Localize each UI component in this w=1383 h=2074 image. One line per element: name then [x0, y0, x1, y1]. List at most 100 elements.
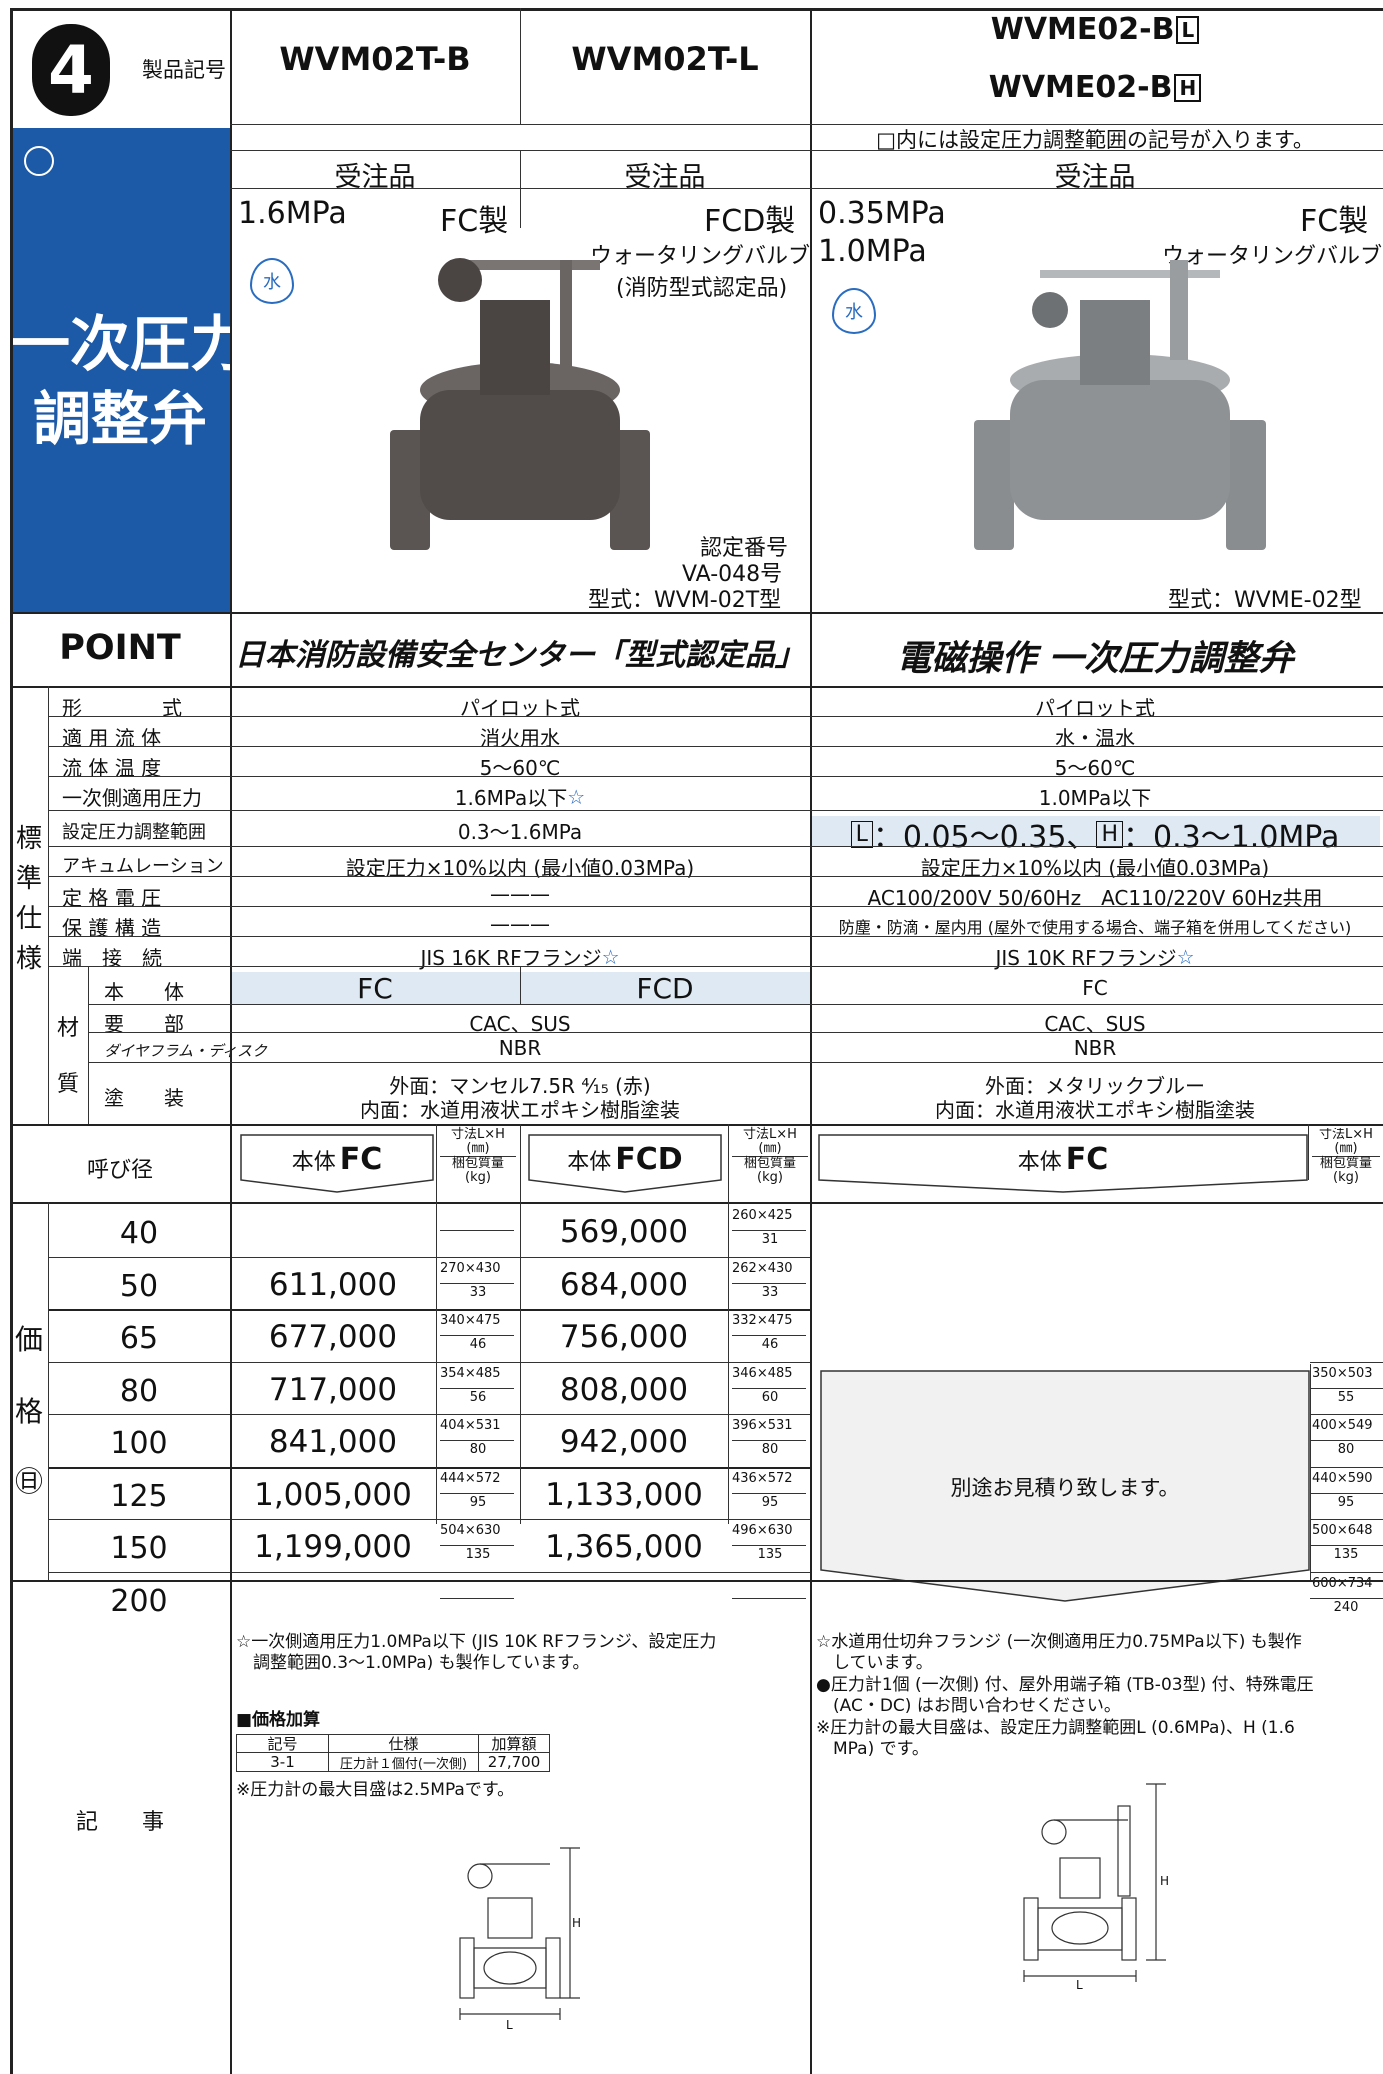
price-row-divider [48, 1519, 810, 1520]
spec-label-6: アキュムレーション [62, 856, 224, 877]
dim-right: 400×549 [1312, 1418, 1373, 1433]
spec-group-label-1: 標 [15, 824, 42, 854]
dim-split-line [732, 1493, 806, 1494]
notes-label: 記 事 [75, 1810, 164, 1835]
price-row-divider [48, 1309, 810, 1311]
paint-left-1: 外面：マンセル7.5R ⁴⁄₁₅ (赤) [389, 1074, 651, 1098]
price-fc: 677,000 [268, 1319, 398, 1355]
kg-fc: 80 [469, 1442, 487, 1457]
point-label: POINT [59, 628, 181, 668]
paint-right-1: 外面：メタリックブルー [985, 1074, 1205, 1098]
kg-right: 80 [1337, 1442, 1355, 1457]
dim-split-line [440, 1283, 514, 1284]
price-fc: 611,000 [268, 1267, 398, 1303]
dim-split-line [732, 1230, 806, 1231]
kg-fcd: 80 [761, 1442, 779, 1457]
dim-split-line [440, 1335, 514, 1336]
dim-fcd: 396×531 [732, 1418, 793, 1433]
dim-fcd: 346×485 [732, 1366, 793, 1381]
point-left: 日本消防設備安全センター「型式認定品」 [235, 638, 805, 673]
price-row-divider [48, 1467, 810, 1469]
spec-label-4: 一次側適用圧力 [62, 786, 202, 810]
dim-split-line [732, 1388, 806, 1389]
sidebar-title-2: 調整弁 [32, 385, 207, 453]
order-label-c: 受注品 [1054, 162, 1136, 193]
material-group-label-2: 質 [56, 1072, 79, 1097]
dim-split-line [440, 1545, 514, 1546]
dimension-drawing-right: H L [1010, 1778, 1190, 1992]
kg-fc: 135 [465, 1547, 491, 1562]
spec-right-4: 1.0MPa以下 [1038, 786, 1152, 810]
product-code-label: 製品記号 [142, 58, 226, 82]
price-fc: 1,199,000 [254, 1529, 412, 1565]
water-badge-right-icon: 水 [832, 288, 876, 334]
cert-number: VA-048号 [682, 562, 783, 587]
dim-split-line [732, 1545, 806, 1546]
dim-split-line [440, 1230, 514, 1231]
dim-fc: 444×572 [440, 1471, 501, 1486]
pressure-right-1: 0.35MPa [818, 196, 946, 231]
material-body-fcd: FCD [636, 972, 694, 1005]
dim-fc: 504×630 [440, 1523, 501, 1538]
dim-split-line [440, 1493, 514, 1494]
spec-left-7: ——— [490, 882, 550, 906]
order-label-b: 受注品 [624, 162, 706, 193]
model-right: 型式：WVME-02型 [1168, 588, 1362, 613]
cert-label: 認定番号 [700, 536, 789, 561]
dim-row-line [1310, 1572, 1383, 1573]
price-fc: 841,000 [268, 1424, 398, 1460]
dim-split-line [732, 1283, 806, 1284]
kg-fc: 56 [469, 1390, 487, 1405]
body-material-highlight [232, 972, 810, 1004]
price-fcd: 1,365,000 [545, 1529, 703, 1565]
dim-split-line [732, 1598, 806, 1599]
header-note-c: □内には設定圧力調整範囲の記号が入ります。 [876, 128, 1314, 152]
dim-right: 350×503 [1312, 1366, 1373, 1381]
price-row-divider [48, 1362, 810, 1363]
price-fcd: 684,000 [559, 1267, 689, 1303]
nominal-size: 40 [119, 1216, 159, 1251]
dim-fc: 404×531 [440, 1418, 501, 1433]
material-label-body: 本 体 [104, 980, 184, 1004]
dim-fc: 354×485 [440, 1366, 501, 1381]
dim-fcd: 436×572 [732, 1471, 793, 1486]
sidebar-title-1: 一次圧力 [10, 310, 250, 380]
dim-split-line [1310, 1440, 1383, 1441]
kg-fcd: 46 [761, 1337, 779, 1352]
chapter-number: 4 [32, 24, 110, 116]
number-badge-area: 4 製品記号 [10, 10, 230, 128]
dim-split-line [1310, 1493, 1383, 1494]
product-type-left-2: (消防型式認定品) [616, 276, 788, 301]
dim-head-fc: 寸法L×H(㎜)梱包質量(kg) [440, 1128, 516, 1185]
nominal-size: 125 [110, 1479, 168, 1514]
dim-fcd: 496×630 [732, 1523, 793, 1538]
dim-right: 500×648 [1312, 1523, 1373, 1538]
note-right-3: ●圧力計1個 (一次側) 付、屋外用端子箱 (TB-03型) 付、特殊電圧 [816, 1675, 1314, 1695]
kg-fc: 33 [469, 1285, 487, 1300]
material-group-label-1: 材 [56, 1016, 79, 1041]
dim-split-line [732, 1440, 806, 1441]
model-left: 型式：WVM-02T型 [588, 588, 782, 613]
dim-head-right: 寸法L×H(㎜)梱包質量(kg) [1312, 1128, 1380, 1185]
pressure-left: 1.6MPa [238, 196, 347, 231]
nominal-size: 150 [110, 1531, 168, 1566]
note-right-1: ☆水道用仕切弁フランジ (一次側適用圧力0.75MPa以下) も製作 [816, 1632, 1302, 1652]
price-fc: 1,005,000 [254, 1477, 412, 1513]
spec-group-label-3: 仕 [15, 904, 42, 934]
dimension-drawing-left: H L [440, 1838, 600, 2032]
kg-right: 240 [1333, 1600, 1359, 1615]
material-body-fc: FC [357, 972, 393, 1005]
nominal-size: 80 [119, 1374, 159, 1409]
dim-row-line [1310, 1519, 1383, 1520]
note-left-1: ☆一次側適用圧力1.0MPa以下 (JIS 10K RFフランジ、設定圧力 [236, 1632, 717, 1652]
nominal-size: 65 [119, 1321, 159, 1356]
kg-right: 135 [1333, 1547, 1359, 1562]
kg-fcd: 33 [761, 1285, 779, 1300]
dim-split-line [1310, 1598, 1383, 1599]
dim-split-line [1310, 1388, 1383, 1389]
dim-fcd: 262×430 [732, 1261, 793, 1276]
dim-split-line [1310, 1545, 1383, 1546]
